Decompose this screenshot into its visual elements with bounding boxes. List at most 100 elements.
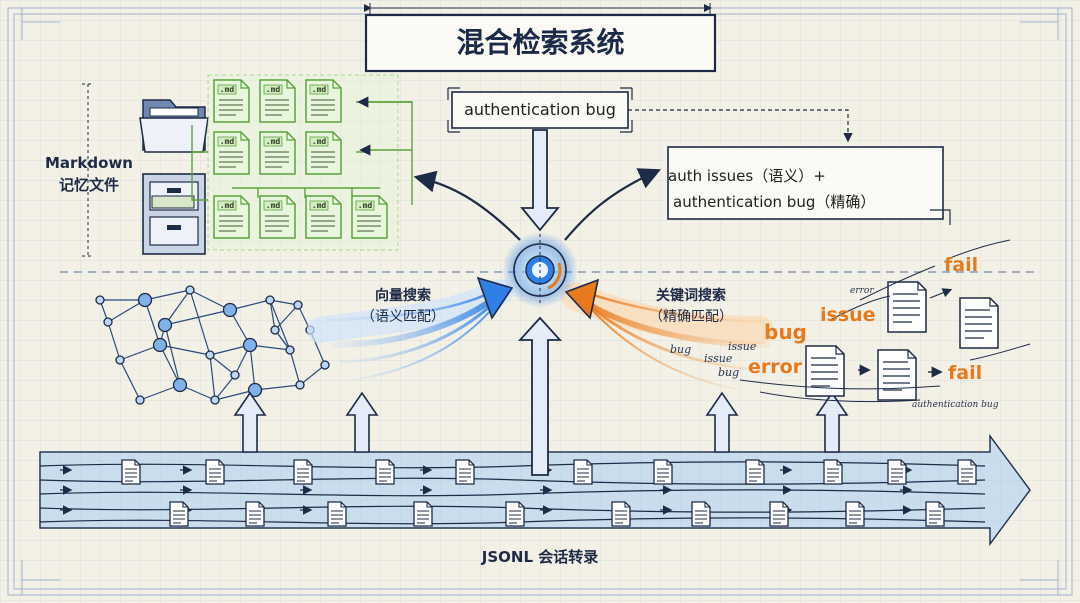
network-node: [137, 292, 153, 308]
markdown-file-icon: .md: [213, 195, 250, 239]
central-up-arrow: [517, 316, 563, 476]
transcript-doc-icon: [375, 459, 395, 485]
keyword-search-label: 关键词搜索 （精确匹配）: [636, 286, 746, 328]
network-edge: [119, 359, 141, 401]
expanded-query-box: [667, 146, 951, 225]
transcript-doc-icon: [245, 501, 265, 527]
network-node: [270, 325, 280, 335]
markdown-file-icon: .md: [259, 195, 296, 239]
transcript-doc-icon: [845, 501, 865, 527]
network-edge: [189, 289, 231, 311]
query-text: authentication bug: [464, 100, 616, 119]
network-node: [230, 370, 240, 380]
to-markdown-arrow: [413, 170, 521, 241]
markdown-file-icon: .md: [305, 79, 342, 123]
transcript-doc-icon: [327, 501, 347, 527]
markdown-label-line1: Markdown: [44, 154, 133, 172]
network-edge: [299, 364, 326, 386]
markdown-label: Markdown 记忆文件: [40, 152, 138, 196]
network-node: [157, 317, 173, 333]
hybrid-core: [502, 232, 578, 308]
network-node: [205, 350, 215, 360]
transcript-doc-icon: [293, 459, 313, 485]
keyword-fail-top: fail: [944, 254, 979, 276]
network-edge: [189, 289, 211, 356]
up-arrow: [233, 391, 267, 453]
folder-icon: [139, 99, 209, 153]
network-edge: [269, 299, 299, 306]
transcript-doc-icon: [121, 459, 141, 485]
keyword-error: error: [748, 356, 803, 378]
network-edge: [269, 299, 276, 331]
svg-text:.md: .md: [220, 201, 235, 210]
keyword-small-auth-bug: authentication bug: [912, 400, 999, 410]
vector-beam: [307, 276, 514, 381]
keyword-issue: issue: [820, 304, 876, 326]
keyword-search-title: 关键词搜索: [656, 288, 726, 304]
svg-text:.md: .md: [312, 137, 327, 146]
markdown-label-line2: 记忆文件: [58, 176, 119, 194]
network-node: [103, 317, 113, 327]
keyword-bug: bug: [764, 320, 807, 344]
network-edge: [254, 384, 301, 391]
transcript-doc-icon: [745, 459, 765, 485]
network-node: [210, 395, 220, 405]
keyword-small-bug: bug: [670, 343, 692, 356]
transcript-doc-icon: [823, 459, 843, 485]
network-edge: [159, 344, 211, 356]
markdown-file-icon: .md: [213, 131, 250, 175]
svg-text:.md: .md: [220, 85, 235, 94]
keyword-documents: [805, 281, 999, 401]
keyword-search-subtitle: （精确匹配）: [649, 309, 733, 325]
network-edge: [214, 374, 236, 401]
network-node: [295, 380, 305, 390]
transcript-doc-icon: [653, 459, 673, 485]
network-edge: [209, 354, 236, 376]
network-node: [242, 337, 258, 353]
transcript-doc-icon: [691, 501, 711, 527]
markdown-file-icon: .md: [213, 79, 250, 123]
network-edge: [164, 324, 181, 386]
transcript-doc-icon: [505, 501, 525, 527]
network-node: [115, 355, 125, 365]
expansion-connector: [628, 109, 853, 143]
network-edge: [144, 289, 191, 301]
vector-network: [95, 285, 330, 405]
transcript-doc-icon: [611, 501, 631, 527]
network-edge: [107, 321, 121, 361]
network-edge: [107, 299, 146, 323]
transcript-doc-icon: [413, 501, 433, 527]
network-edge: [164, 289, 191, 326]
svg-text:.md: .md: [266, 137, 281, 146]
network-node: [222, 302, 238, 318]
network-node: [285, 345, 295, 355]
transcript-doc-icon: [205, 459, 225, 485]
markdown-file-icon: .md: [305, 195, 342, 239]
file-cabinet-icon: [142, 173, 206, 255]
title-box: [364, 13, 717, 73]
network-node: [320, 360, 330, 370]
transcript-doc-icon: [573, 459, 593, 485]
keyword-flourish: [739, 239, 1031, 403]
expanded-line-semantic: auth issues（语义）+: [668, 167, 826, 185]
upward-arrows: [233, 391, 849, 453]
network-edge: [249, 344, 256, 391]
svg-text:.md: .md: [358, 201, 373, 210]
vector-search-title: 向量搜索: [375, 288, 431, 304]
transcript-doc-icon: [169, 501, 189, 527]
page-title: 混合检索系统: [456, 26, 625, 59]
svg-text:.md: .md: [266, 201, 281, 210]
network-node: [185, 285, 195, 295]
markdown-file-icon: .md: [351, 195, 388, 239]
network-edge: [274, 304, 299, 331]
svg-text:.md: .md: [312, 201, 327, 210]
up-arrow: [345, 391, 379, 453]
network-node: [265, 295, 275, 305]
query-down-arrow: [520, 129, 560, 232]
transcript-doc-icon: [957, 459, 977, 485]
dimension-marks: [364, 3, 712, 14]
keyword-small-bug-2: bug: [718, 366, 740, 379]
vector-search-subtitle: （语义匹配）: [361, 309, 445, 325]
transcript-doc-icon: [925, 501, 945, 527]
